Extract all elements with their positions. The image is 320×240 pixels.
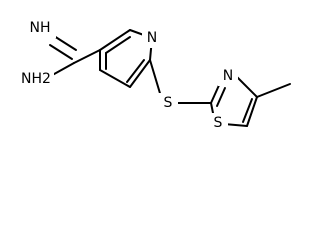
amidine-c-ring-bond: [73, 49, 101, 64]
pyridine-bond-1: [99, 29, 131, 51]
methyl-bond: [256, 83, 291, 98]
imine-label-mask: [26, 18, 56, 38]
pyridine-n-label-mask: [142, 28, 162, 48]
thiazole-n-label-mask: [218, 66, 238, 86]
imine-double-bond: [53, 35, 77, 51]
sulfur-link-label-mask: [158, 93, 178, 113]
pyridine-bond-1-inner: [105, 36, 131, 54]
thiazole-c4-c5-bond: [246, 96, 258, 127]
thiazole-s-label-mask: [208, 113, 228, 133]
amine-label-mask: [18, 68, 54, 90]
pyridine-bond-5: [99, 69, 131, 88]
molecule-canvas: NH NH2 N S N S: [18, 18, 291, 133]
thiazole-n3-c4-bond: [234, 74, 258, 98]
pyridine-bond-4-inner: [126, 59, 145, 83]
molecule-structure: NH NH2 N S N S: [18, 18, 291, 133]
thiazole-c2-n3-bond: [210, 82, 221, 104]
thiazole-s-label: S: [214, 115, 223, 131]
pyridine-n-label: N: [147, 30, 157, 46]
imine-label: NH: [30, 20, 51, 36]
atom-label-masks: [18, 18, 238, 133]
thiazole-n-label: N: [223, 68, 233, 84]
thiazole-c2-n3-bond-inner: [216, 87, 226, 107]
pyridine-bond-4: [129, 59, 151, 88]
atom-labels: NH NH2 N S N S: [21, 20, 233, 131]
sulfur-link-label: S: [164, 95, 173, 111]
thiazole-c4-c5-bond-inner: [242, 98, 253, 123]
amine-label: NH2: [21, 71, 51, 87]
imine-double-bond-second: [49, 44, 73, 60]
